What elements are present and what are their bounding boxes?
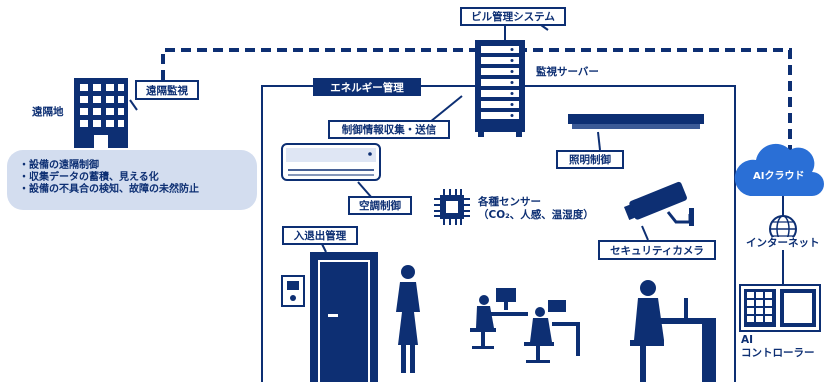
lighting-control-label: 照明制御 <box>556 150 624 169</box>
energy-mgmt-label: エネルギー管理 <box>313 78 421 96</box>
ai-cloud-label: AIクラウド <box>753 171 805 182</box>
seated-worker-icon <box>630 280 716 382</box>
lighting-callout-pointer <box>597 131 601 151</box>
benefit-item: ・設備の遠隔制御 <box>19 160 99 171</box>
internet-label: インターネット <box>745 237 821 251</box>
sensors-label-line2: （CO₂、人感、温湿度） <box>478 209 594 222</box>
intercom-icon <box>281 275 305 307</box>
ceiling-light-icon <box>568 114 704 129</box>
access-mgmt-label: 入退出管理 <box>282 226 358 245</box>
ai-controller-label-line2: コントローラー <box>741 347 815 360</box>
access-callout-pointer <box>321 243 327 253</box>
remote-monitoring-label: 遠隔監視 <box>135 80 199 100</box>
remote-site-label: 遠隔地 <box>32 106 64 118</box>
air-conditioner-icon <box>281 143 381 181</box>
benefit-item: ・設備の不具合の検知、故障の未然防止 <box>19 184 199 195</box>
benefit-item: ・収集データの蓄積、見える化 <box>19 172 159 183</box>
sensor-chip-icon <box>434 189 470 225</box>
sensors-label: 各種センサー （CO₂、人感、温湿度） <box>478 196 594 222</box>
ai-controller-label: AI コントローラー <box>741 334 815 360</box>
collect-send-label: 制御情報収集・送信 <box>328 120 450 139</box>
ai-controller-label-line1: AI <box>741 334 754 346</box>
collect-callout-pointer <box>429 95 463 123</box>
aircon-callout-pointer <box>357 181 373 199</box>
benefits-bubble: ・設備の遠隔制御 ・収集データの蓄積、見える化 ・設備の不具合の検知、故障の未然… <box>7 150 257 210</box>
sensors-label-line1: 各種センサー <box>478 196 541 208</box>
aircon-control-label: 空調制御 <box>348 196 412 215</box>
bms-label: ビル管理システム <box>460 7 566 26</box>
office-building-icon <box>74 78 128 148</box>
server-label: 監視サーバー <box>536 66 599 78</box>
woman-silhouette-icon <box>396 265 420 373</box>
camera-callout-pointer <box>641 225 649 241</box>
security-camera-icon <box>623 181 694 226</box>
ai-controller-icon <box>739 284 821 332</box>
door-icon <box>310 252 378 382</box>
desk-workers-icon <box>470 288 580 363</box>
server-rack-icon <box>475 40 525 137</box>
ai-cloud-icon <box>734 143 824 196</box>
remote-callout-pointer <box>129 99 138 111</box>
security-camera-label: セキュリティカメラ <box>598 240 716 260</box>
